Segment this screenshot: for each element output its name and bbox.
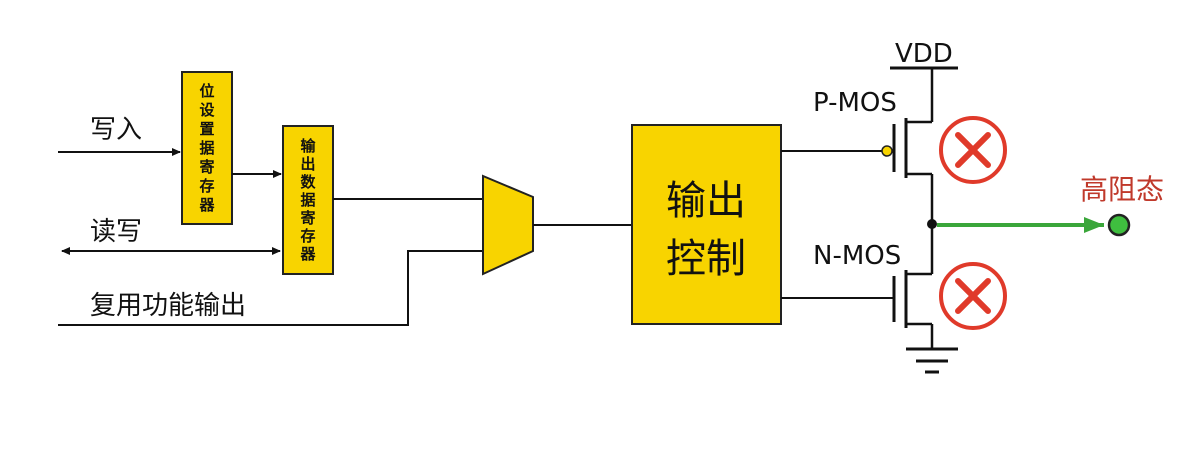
output-control-block [631, 124, 782, 325]
output-control-label-line1: 输出 [666, 178, 746, 224]
alt-function-wire [58, 250, 482, 326]
nmos-transistor [892, 224, 934, 349]
pmos-inversion-bubble [881, 145, 893, 157]
svg-text:寄: 寄 [199, 158, 214, 176]
output-junction-dot [927, 219, 937, 229]
read-write-label: 读写 [90, 217, 142, 247]
svg-text:器: 器 [299, 245, 316, 263]
pmos-transistor [892, 68, 934, 224]
pmos-label: P-MOS [813, 88, 897, 118]
svg-text:数: 数 [300, 173, 316, 191]
output-data-register-label: 输 出 数 据 寄 存 器 [299, 137, 316, 263]
svg-text:设: 设 [199, 101, 214, 119]
bit-set-register-label: 位 设 置 据 寄 存 器 [198, 82, 215, 214]
svg-text:出: 出 [300, 155, 315, 173]
svg-text:输: 输 [300, 137, 316, 155]
nmos-disabled-icon [939, 262, 1007, 330]
svg-text:存: 存 [199, 177, 214, 195]
bit-set-register-block [181, 71, 233, 225]
svg-text:器: 器 [198, 196, 215, 214]
svg-text:寄: 寄 [300, 209, 315, 227]
ground-icon [906, 347, 958, 374]
output-control-label-line2: 控制 [666, 236, 746, 282]
multiplexer [482, 174, 534, 276]
alt-function-output-label: 复用功能输出 [90, 291, 246, 321]
output-pin [1107, 213, 1131, 237]
pmos-disabled-icon [939, 116, 1007, 184]
svg-text:位: 位 [199, 82, 214, 100]
nmos-label: N-MOS [813, 241, 901, 271]
output-data-register-block [282, 125, 334, 275]
svg-text:存: 存 [300, 227, 315, 245]
high-impedance-label: 高阻态 [1080, 173, 1164, 206]
svg-text:置: 置 [199, 120, 214, 138]
vdd-label: VDD [895, 39, 953, 69]
svg-text:据: 据 [199, 139, 214, 157]
write-label: 写入 [90, 115, 142, 145]
svg-text:据: 据 [300, 191, 315, 209]
